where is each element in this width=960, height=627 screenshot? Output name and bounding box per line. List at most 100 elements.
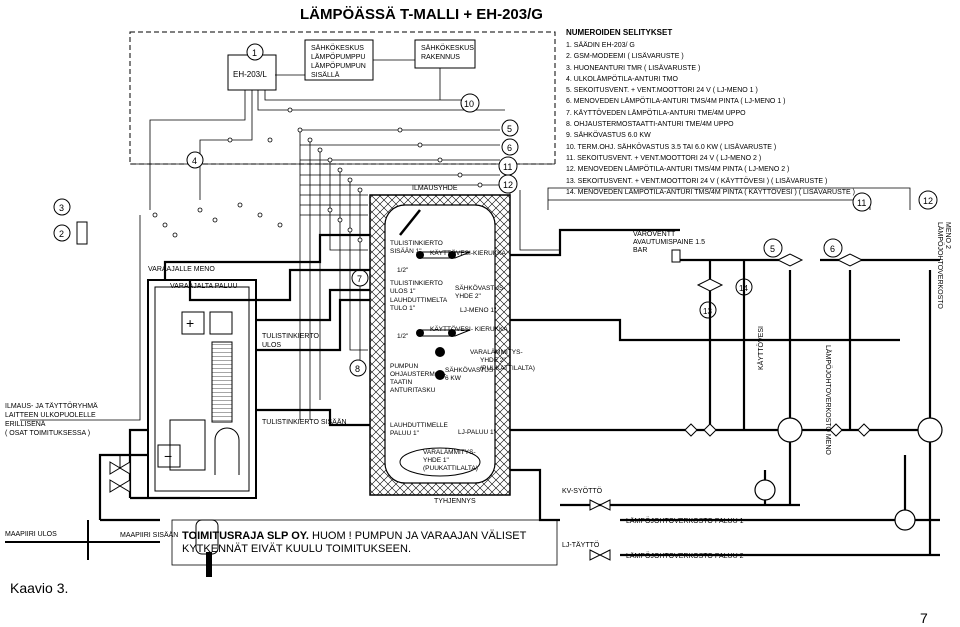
legend-item: 14. MENOVEDEN LÄMPÖTILA-ANTURI TMS/4M PI… [566,188,855,196]
legend-item: 3. HUONEANTURI TMR ( LISÄVARUSTE ) [566,64,701,72]
svg-text:LAUHDUTTIMELLE PALUU 1": LAUHDUTTIMELLE PALUU 1" [390,422,450,437]
panel-b-line2: RAKENNUS [421,54,460,61]
label-pumpun-ohjaus-2: OHJAUSTERMOS- [390,371,446,378]
callout-2-text: 2 [59,229,64,239]
svg-text:TULISTINKIERTO ULOS 1": TULISTINKIERTO ULOS 1" [390,280,445,295]
label-ljv-meno2-a: LÄMPÖJOHTOVERKOSTO [936,222,944,309]
legend-item: 1. SÄÄDIN EH-203/ G [566,42,635,49]
legend-item: 6. MENOVEDEN LÄMPÖTILA-ANTURI TMS/4M PIN… [566,98,786,106]
label-ilmaus-taytto-3: ERILLISENÄ [5,420,46,428]
right-valves [589,249,871,561]
legend-item: 8. OHJAUSTERMOSTAATTI-ANTURI TME/4M UPPO [566,121,734,129]
callout-6b-text: 6 [830,244,835,254]
label-lauhduttimelta-a: LAUHDUTTIMELTA [390,297,448,304]
legend-item: 12. MENOVEDEN LÄMPÖTILA-ANTURI TMS/4M PI… [566,166,790,174]
label-varalammitys-a1: VARALÄMMITYS- [470,348,523,356]
label-lauhduttimelle-a: LAUHDUTTIMELLE [390,422,448,429]
callout-4: 4 [186,151,204,169]
svg-text:SÄHKÖKESKUS RAKENNUS: SÄHKÖKESKUS RAKENNUS [421,44,476,61]
label-lj-meno: LJ-MENO 1" [460,307,497,314]
label-varalammitys-a3: (PUUKATTILALTA) [480,365,535,372]
legend-item: 2. GSM-MODEEMI ( LISÄVARUSTE ) [566,53,684,61]
label-kayttovesikierukka-2: KÄYTTÖVESI- KIERUKKA [430,325,508,333]
footer-note: TOIMITUSRAJA SLP OY. HUOM ! PUMPUN JA VA… [182,530,562,556]
svg-text:VARALÄMMITYS- YHDE 1": VARALÄMMITYS- YHDE 1" (PUUKATTILALTA) [423,448,478,472]
label-varoventtiili-3: BAR [633,247,647,254]
label-varoventtiili-2: AVAUTUMISPAINE 1.5 [633,239,705,246]
callout-7: 7 [351,269,369,287]
figure-label: Kaavio 3. [10,580,69,596]
label-lj-taytto: LJ-TÄYTTÖ [562,541,600,549]
svg-text:TULISTINKIERTO SISÄÄN 1": TULISTINKIERTO SISÄÄN 1" [390,240,445,255]
callout-3: 3 [53,198,71,216]
svg-text:LÄMPÖJOHTOVERKOSTO MENO 2: LÄMPÖJOHTOVERKOSTO MENO 2 [936,222,951,311]
legend-item: 9. SÄHKÖVASTUS 6.0 KW [566,132,651,140]
callout-5b-text: 5 [770,244,775,254]
label-sahkovastus-6kw-b: 6 KW [445,375,462,382]
label-varaajalle-meno: VARAAJALLE MENO [148,266,215,273]
panel-a-line2: LÄMPÖPUMPPU [311,53,365,61]
expansion-tank [195,519,219,577]
label-varalammitys-b1: VARALÄMMITYS- [423,448,476,456]
label-kv-syotto: KV-SYÖTTÖ [562,487,603,495]
legend-item: 10. TERM.OHJ. SÄHKÖVASTUS 3.5 TAI 6.0 KW… [566,143,777,151]
callout-13-text: 13 [703,307,712,316]
callout-10-text: 10 [464,99,474,109]
label-pumpun-ohjaus-1: PUMPUN [390,363,418,370]
legend-title: NUMEROIDEN SELITYKSET [566,28,673,37]
callout-5: 5 [501,119,519,137]
label-ilmaus-taytto-4: ( OSAT TOIMITUKSESSA ) [5,430,90,437]
label-tulistinkierto-sisaan: TULISTINKIERTO SISÄÄN [262,418,347,426]
label-half-inch-1: 1/2" [397,267,409,274]
callout-11: 11 [498,156,518,176]
callout-12b-text: 12 [923,196,933,206]
label-varoventtiili-1: VAROVENTT [633,231,676,238]
svg-text:SÄHKÖVASTUS 6 KW: SÄHKÖVASTUS 6 KW [445,366,495,382]
gsm-modem [76,221,88,245]
label-pumpun-ohjaus-4: ANTURITASKU [390,387,436,394]
right-pumps [754,417,943,531]
callout-2: 2 [53,224,71,242]
footer-company: TOIMITUSRAJA SLP OY. [182,530,309,542]
label-tulistinkierto-ulos-a: TULISTINKIERTO [262,333,319,340]
label-varalammitys-b2: YHDE 1" [423,457,449,464]
label-tyhjennys: TYHJENNYS [434,498,476,505]
controller-box: EH-203/L [227,54,277,91]
callout-5b: 5 [763,238,783,258]
tank-port-dots [416,251,456,380]
label-half-inch-2: 1/2" [397,333,409,340]
legend-list: 1. SÄÄDIN EH-203/ G 2. GSM-MODEEMI ( LISÄ… [566,40,855,198]
legend-item: 13. SEKOITUSVENT. + VENT.MOOTTORI 24 V (… [566,177,828,185]
maapiiri-pipes [5,520,160,560]
callout-1: 1 [246,43,264,61]
callout-12: 12 [498,174,518,194]
panel-a-line4: SISÄLLÄ [311,71,340,79]
legend-item: 5. SEKOITUSVENT. + VENT.MOOTTORI 24 V ( … [566,87,758,95]
piping-right [510,228,940,557]
svg-text:PUMPUN OHJAUSTERMOS- T: PUMPUN OHJAUSTERMOS- TAATIN ANTURITASKU [390,363,448,394]
callout-4-text: 4 [192,156,197,166]
label-tulistinkierto-sisaan-1b: SISÄÄN 1" [390,247,422,255]
callout-7-text: 7 [357,274,362,284]
label-ljv-meno2-b: MENO 2 [944,222,951,249]
label-varalammitys-b3: (PUUKATTILALTA) [423,465,478,472]
terminal-dots [152,107,483,243]
heat-pump-unit: + − [147,279,257,499]
label-lauhduttimelle-b: PALUU 1" [390,430,420,437]
label-tulistinkierto-ulos-1b: ULOS 1" [390,288,416,295]
svg-text:TULISTINKIERTO ULOS: TULISTINKIERTO ULOS [262,333,321,349]
label-ljv-meno: LÄMPÖJOHTOVERKOSTO MENO [824,345,832,455]
footer-frame [171,519,558,566]
label-maapiiri-sisaan: MAAPIIRI SISÄÄN [120,531,178,539]
callout-12-text: 12 [503,180,513,190]
storage-tank [369,194,511,496]
svg-text:+: + [186,315,194,331]
legend-item: 7. KÄYTTÖVEDEN LÄMPÖTILA-ANTURI TME/4M U… [566,109,746,117]
label-lauhduttimelta-b: TULO 1" [390,305,416,312]
callout-12b: 12 [918,190,938,210]
label-ilmaus-taytto-1: ILMAUS- JA TÄYTTÖRYHMÄ [5,402,98,410]
callout-6: 6 [501,138,519,156]
panel-b-line1: SÄHKÖKESKUS [421,44,474,52]
label-kayttovesi: KÄYTTÖVESI [757,326,765,370]
